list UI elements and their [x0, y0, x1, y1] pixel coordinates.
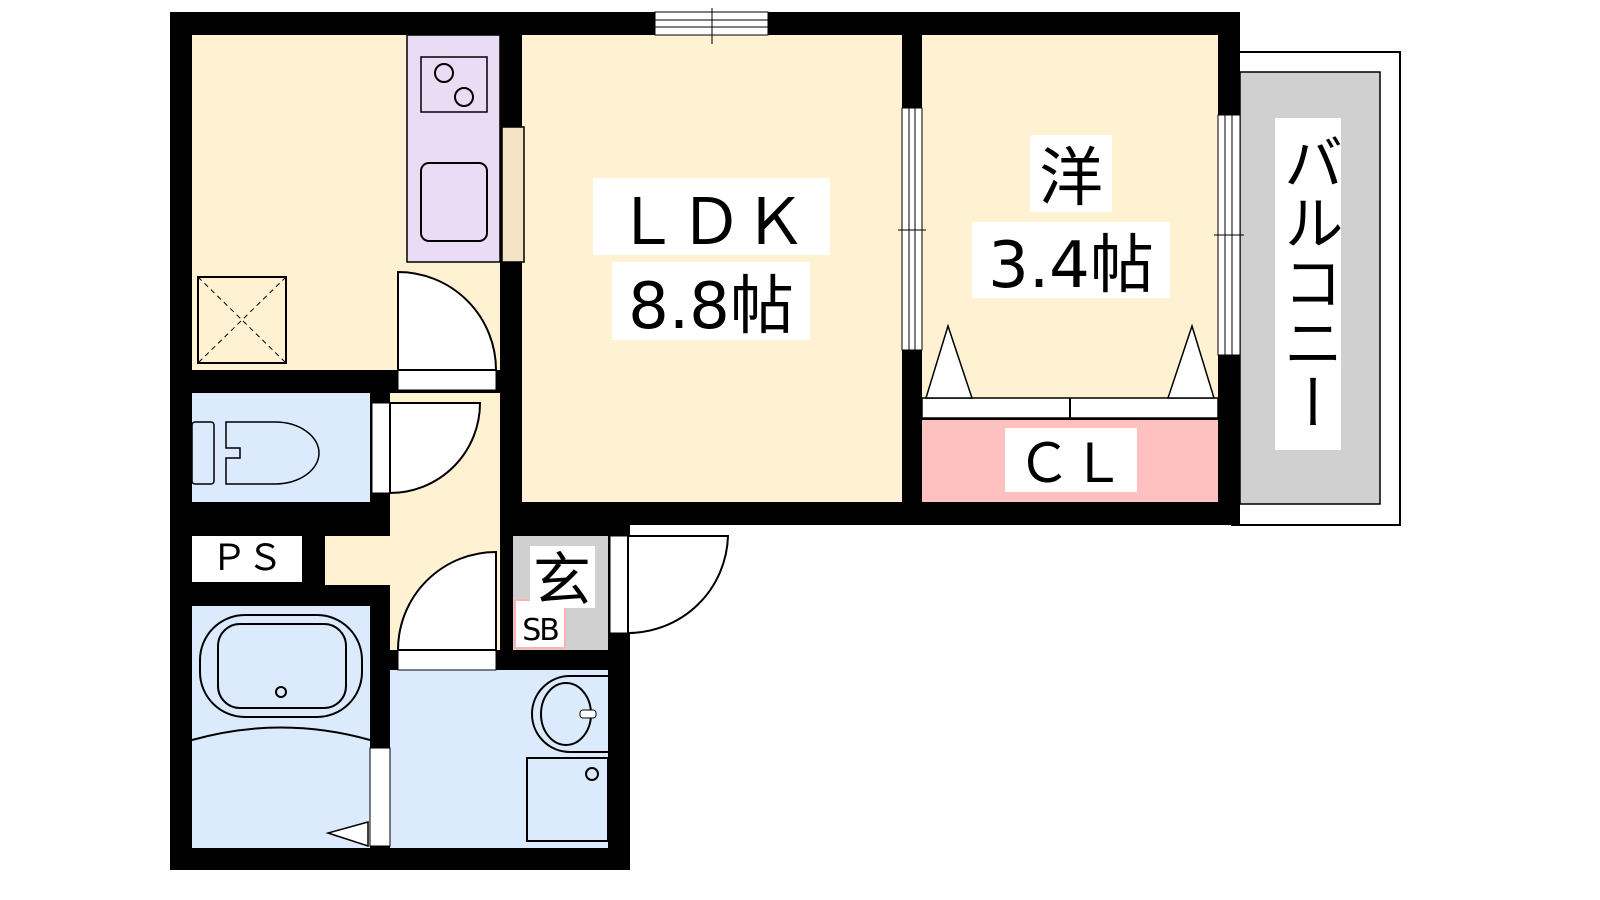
window-ldk-western — [898, 107, 926, 351]
storage-hatch-icon — [197, 276, 287, 364]
door-toilet[interactable] — [371, 402, 482, 495]
pipe-space-label: ＰＳ — [211, 538, 283, 579]
washbasin-icon — [531, 675, 608, 753]
closet-label: ＣＬ — [1017, 432, 1125, 495]
burner-icon — [454, 87, 474, 107]
stove-icon — [420, 56, 488, 113]
washing-machine-icon — [526, 757, 609, 842]
western-size-label: 3.4帖 — [988, 229, 1154, 303]
closet-door-right[interactable] — [1166, 323, 1216, 399]
balcony-label: バルコニー — [1273, 132, 1343, 432]
door-bathroom[interactable] — [325, 747, 391, 848]
window-balcony — [1214, 114, 1244, 356]
fridge-space — [501, 126, 525, 263]
window-top — [654, 8, 769, 44]
pipe-space — [192, 536, 302, 582]
entrance-label: 玄 — [533, 546, 591, 614]
western-room-label: 洋 — [1039, 142, 1103, 216]
shoe-box-label: SB — [522, 613, 558, 648]
door-ldk[interactable] — [397, 270, 498, 391]
closet-door-left[interactable] — [924, 323, 974, 399]
western-room — [922, 35, 1218, 400]
door-entrance[interactable] — [609, 535, 730, 635]
ldk-size-label: 8.8帖 — [628, 270, 794, 344]
ldk-label: ＬＤＫ — [615, 186, 807, 260]
burner-icon — [434, 63, 454, 83]
sink-icon — [420, 162, 488, 242]
toilet-icon — [191, 421, 320, 485]
door-washroom[interactable] — [396, 550, 497, 671]
bathtub-icon — [191, 614, 371, 741]
toilet-room — [192, 393, 370, 502]
hallway-nook — [325, 536, 395, 585]
